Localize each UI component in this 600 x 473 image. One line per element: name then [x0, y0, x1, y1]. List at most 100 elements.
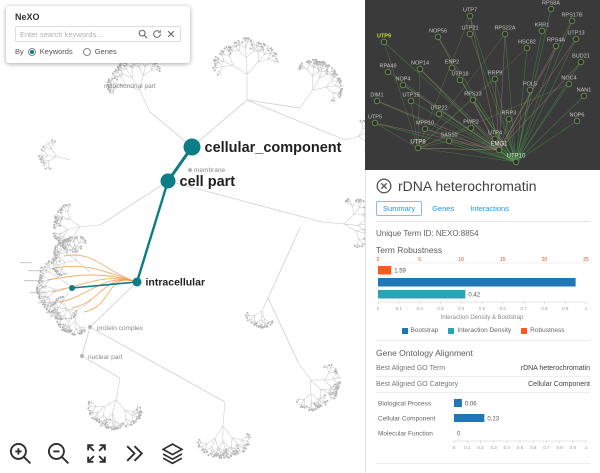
gene-label[interactable]: UTP4 [488, 131, 502, 137]
search-box[interactable] [15, 26, 181, 42]
search-icon[interactable] [138, 29, 148, 39]
gene-node-RRP9[interactable] [491, 75, 499, 83]
gene-node-MPP10[interactable] [421, 125, 429, 133]
svg-text:0.9: 0.9 [570, 445, 577, 450]
gene-label[interactable]: MPP10 [416, 121, 434, 127]
tree-node-label[interactable]: cell part [180, 174, 236, 190]
gene-node-UTP21[interactable] [466, 30, 474, 38]
gene-label[interactable]: UTP18 [451, 72, 468, 78]
gene-node-RPS13[interactable] [469, 96, 477, 104]
tree-node-label[interactable]: cellular_component [205, 140, 342, 156]
gene-node-UTP8[interactable] [414, 144, 422, 152]
gene-node-EMG1[interactable] [495, 146, 503, 154]
gene-label[interactable]: POL5 [523, 82, 537, 88]
gene-node-NOP14[interactable] [416, 65, 424, 73]
gene-label[interactable]: UTP22 [430, 106, 447, 112]
gene-node-UTP7[interactable] [466, 12, 474, 20]
gene-label[interactable]: RPA49 [379, 64, 396, 70]
gene-label[interactable]: NOP4 [396, 77, 411, 83]
gene-label[interactable]: EMG1 [490, 142, 508, 148]
gene-label[interactable]: RPS4A [547, 38, 565, 44]
gene-node-SAS10[interactable] [445, 137, 453, 145]
gene-label[interactable]: NOP6 [570, 113, 585, 119]
gene-node-UTP13[interactable] [572, 35, 580, 43]
gene-node-RRP3[interactable] [505, 115, 513, 123]
gene-node-RPS4A[interactable] [552, 42, 560, 50]
close-circle-icon[interactable] [376, 178, 392, 194]
gene-label[interactable]: KRR1 [535, 23, 550, 29]
gene-node-KRR1[interactable] [538, 27, 546, 35]
gene-node-UTP4[interactable] [491, 135, 499, 143]
gene-label[interactable]: UTP15 [402, 93, 419, 99]
gene-node-ENP2[interactable] [448, 64, 456, 72]
tree-node-label[interactable]: intracellular [146, 277, 206, 289]
gene-label[interactable]: RRP3 [502, 111, 517, 117]
gene-node-POL5[interactable] [526, 86, 534, 94]
bar-Interaction Density [378, 290, 466, 299]
gene-node-HSC82[interactable] [523, 44, 531, 52]
zoom-out-button[interactable] [46, 441, 71, 466]
gene-node-NOP56[interactable] [434, 33, 442, 41]
zoom-in-button[interactable] [8, 441, 33, 466]
gene-node-PWP2[interactable] [467, 124, 475, 132]
tree-node-cellular_component[interactable] [183, 138, 201, 156]
gene-label[interactable]: NOC4 [561, 76, 576, 82]
gene-node-NOP4[interactable] [399, 81, 407, 89]
layers-button[interactable] [160, 441, 185, 466]
gene-label[interactable]: UTP21 [461, 26, 478, 32]
gene-label[interactable]: RPS22A [494, 26, 515, 32]
gene-label[interactable]: UTP10 [507, 154, 526, 160]
gene-label[interactable]: RPS13 [464, 92, 481, 98]
gene-node-UTP10[interactable] [512, 158, 520, 166]
gene-node-UTP9[interactable] [380, 38, 388, 46]
gene-node-RPS8A[interactable] [547, 5, 555, 13]
gene-label[interactable]: RRP9 [488, 71, 503, 77]
keywords-radio[interactable] [27, 47, 36, 56]
fit-selected-button[interactable] [122, 441, 147, 466]
gene-label[interactable]: ENP2 [445, 60, 459, 66]
tree-node-intracellular[interactable] [132, 277, 142, 287]
tree-node[interactable] [69, 285, 75, 291]
gene-label[interactable]: NOP56 [429, 29, 447, 35]
gene-label[interactable]: NAN1 [577, 88, 592, 94]
gene-label[interactable]: NOP14 [411, 61, 429, 67]
gene-node-UTP18[interactable] [456, 76, 464, 84]
gene-label[interactable]: DIM1 [370, 93, 383, 99]
fit-content-button[interactable] [84, 441, 109, 466]
gene-node-DIM1[interactable] [373, 97, 381, 105]
gene-label[interactable]: UTP7 [463, 8, 477, 14]
gene-label[interactable]: HSC82 [518, 40, 536, 46]
genes-radio[interactable] [82, 47, 91, 56]
gene-node-BUD21[interactable] [577, 58, 585, 66]
reset-icon[interactable] [152, 29, 162, 39]
gene-node-NOP6[interactable] [573, 117, 581, 125]
gene-node-RPS22A[interactable] [501, 30, 509, 38]
gene-node-NAN1[interactable] [580, 92, 588, 100]
gene-node-RPS17B[interactable] [568, 17, 576, 25]
term-detail-panel: rDNA heterochromatin Summary Genes Inter… [365, 170, 600, 473]
clear-icon[interactable] [166, 29, 176, 39]
gene-label[interactable]: UTP8 [410, 140, 426, 146]
gene-node-UTP5[interactable] [371, 119, 379, 127]
gene-label[interactable]: PWP2 [463, 120, 479, 126]
gene-label[interactable]: UTP5 [368, 115, 382, 121]
tab-summary[interactable]: Summary [376, 201, 423, 216]
gene-label[interactable]: RPS17B [561, 13, 582, 19]
tree-node-cell part[interactable] [160, 173, 176, 189]
gene-label[interactable]: SAS10 [440, 133, 457, 139]
gene-node-NOC4[interactable] [565, 80, 573, 88]
tab-interactions[interactable]: Interactions [470, 204, 509, 213]
tab-genes[interactable]: Genes [432, 204, 455, 213]
gene-node-RPA49[interactable] [384, 68, 392, 76]
gene-label[interactable]: UTP9 [377, 34, 391, 40]
gene-label[interactable]: UTP13 [567, 31, 584, 37]
search-input[interactable] [20, 29, 134, 39]
gene-label[interactable]: BUD21 [572, 54, 590, 60]
gene-node-UTP22[interactable] [435, 110, 443, 118]
gene-label[interactable]: RPS8A [542, 1, 560, 7]
gene-node-UTP15[interactable] [407, 97, 415, 105]
